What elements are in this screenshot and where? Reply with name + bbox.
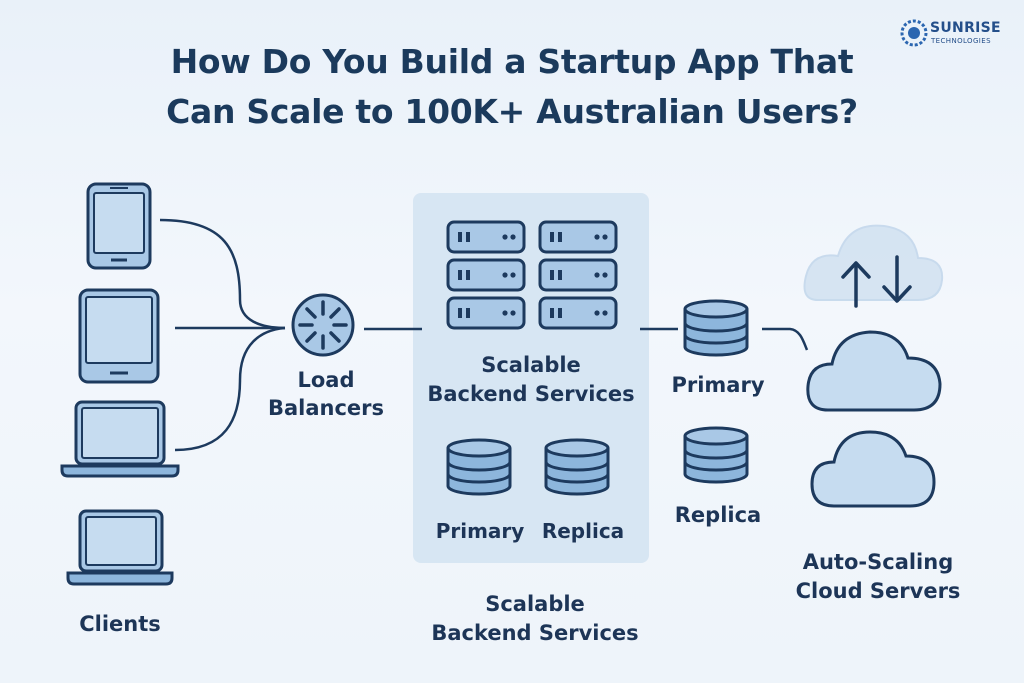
right-primary-label: Primary	[671, 373, 765, 397]
load-balancers-label-line-1: Load	[297, 368, 355, 392]
right-replica-label: Replica	[674, 503, 762, 527]
brand-logo: SUNRISE TECHNOLOGIES	[900, 18, 1020, 48]
page-title-line-2: Can Scale to 100K+ Australian Users?	[166, 92, 858, 131]
database-icon	[544, 438, 610, 496]
below-panel-label-line-1: Scalable	[485, 592, 585, 616]
sunrise-logo-icon	[900, 19, 928, 47]
connector-lines	[159, 218, 809, 452]
below-panel-label-line-2: Backend Services	[431, 621, 639, 645]
server-rack-icon	[538, 220, 618, 330]
cloud-icon	[803, 224, 944, 301]
autoscaling-label-line-2: Cloud Servers	[795, 579, 961, 603]
panel-title-line-1: Scalable	[481, 353, 581, 377]
logo-name: SUNRISE	[930, 20, 1001, 36]
load-balancers-label-line-2: Balancers	[267, 396, 385, 420]
server-rack-icon	[446, 220, 526, 330]
autoscaling-label-line-1: Auto-Scaling	[802, 550, 954, 574]
laptop-icon	[66, 509, 174, 586]
arrow-down-icon	[882, 255, 912, 303]
arrow-up-icon	[841, 261, 871, 308]
panel-primary-label: Primary	[435, 519, 525, 543]
clients-label: Clients	[79, 612, 161, 636]
page-title-line-1: How Do You Build a Startup App That	[170, 42, 854, 81]
database-icon	[683, 426, 749, 484]
tablet-icon	[78, 288, 160, 384]
database-icon	[446, 438, 512, 496]
panel-replica-label: Replica	[541, 519, 625, 543]
backend-services-panel	[413, 193, 649, 563]
database-icon	[683, 299, 749, 357]
phone-icon	[86, 182, 152, 270]
load-balancer-icon	[291, 293, 355, 357]
cloud-icon	[806, 330, 942, 412]
panel-title-line-2: Backend Services	[427, 382, 635, 406]
logo-subtitle: TECHNOLOGIES	[931, 37, 991, 45]
cloud-icon	[810, 430, 936, 508]
laptop-icon	[60, 400, 180, 478]
